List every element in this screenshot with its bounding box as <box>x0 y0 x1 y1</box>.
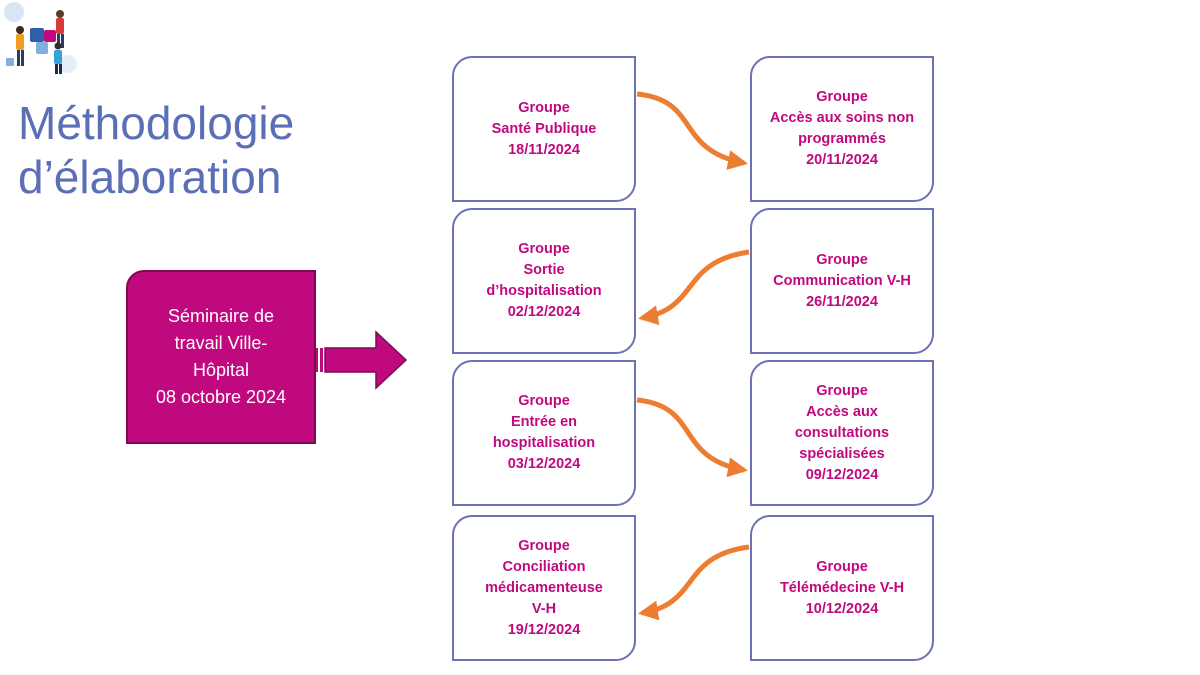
group-line: Groupe <box>518 393 570 409</box>
group-line: d’hospitalisation <box>486 283 602 299</box>
group-line: 03/12/2024 <box>507 456 581 472</box>
group-line: Groupe <box>816 251 868 268</box>
group-box-communication-vh: Groupe Communication V-H 26/11/2024 <box>750 208 934 354</box>
seminar-line-4: 08 octobre 2024 <box>155 387 287 407</box>
group-line: 10/12/2024 <box>805 600 879 617</box>
seminar-line-1: Séminaire de <box>167 306 275 326</box>
team-puzzle-logo-icon <box>4 2 77 74</box>
group-line: Groupe <box>816 558 868 575</box>
page-title-line-2: d’élaboration <box>18 151 282 203</box>
group-box-acces-consultations-specialisees: Groupe Accès aux consultations spécialis… <box>750 360 934 506</box>
group-box-sortie-hospitalisation: Groupe Sortie d’hospitalisation 02/12/20… <box>452 208 636 354</box>
group-line: consultations <box>794 424 890 441</box>
seminar-line-3: Hôpital <box>192 360 250 380</box>
group-line: médicamenteuse <box>485 579 603 596</box>
group-line: Communication V-H <box>773 272 911 289</box>
group-line: Santé Publique <box>491 120 597 137</box>
group-line: 09/12/2024 <box>805 466 879 483</box>
connector-arrow-2 <box>638 249 750 326</box>
group-line: 18/11/2024 <box>508 141 580 158</box>
group-line: V-H <box>531 600 557 617</box>
seminar-line-2: travail Ville- <box>174 333 268 353</box>
group-line: Groupe <box>518 99 570 116</box>
connector-arrow-1 <box>636 91 748 170</box>
group-line: 19/12/2024 <box>507 621 581 638</box>
group-line: Accès aux <box>806 403 878 420</box>
group-line: programmés <box>798 131 886 147</box>
seminar-box: Séminaire de travail Ville- Hôpital 08 o… <box>126 270 316 444</box>
group-box-conciliation-medicamenteuse: Groupe Conciliation médicamenteuse V-H 1… <box>452 515 636 661</box>
group-line: Groupe <box>518 537 570 554</box>
group-line: Groupe <box>518 241 570 257</box>
page-title: Méthodologie d’élaboration <box>18 96 378 204</box>
group-box-telemedecine-vh: Groupe Télémédecine V-H 10/12/2024 <box>750 515 934 661</box>
group-line: Conciliation <box>502 558 586 575</box>
group-box-sante-publique: Groupe Santé Publique 18/11/2024 <box>452 56 636 202</box>
page-title-line-1: Méthodologie <box>18 97 295 149</box>
group-box-entree-hospitalisation: Groupe Entrée en hospitalisation 03/12/2… <box>452 360 636 506</box>
group-line: spécialisées <box>799 445 885 462</box>
group-line: 26/11/2024 <box>806 293 878 310</box>
group-line: 02/12/2024 <box>507 304 581 320</box>
group-line: Entrée en <box>510 414 578 430</box>
group-line: 20/11/2024 <box>806 152 878 168</box>
group-line: Groupe <box>816 382 868 399</box>
group-line: Groupe <box>816 89 868 105</box>
connector-arrow-4 <box>638 544 750 621</box>
striped-right-arrow-icon <box>316 330 408 390</box>
group-line: Accès aux soins non <box>769 110 915 126</box>
group-box-acces-soins-non-programmes: Groupe Accès aux soins non programmés 20… <box>750 56 934 202</box>
group-line: Sortie <box>523 262 565 278</box>
group-line: hospitalisation <box>492 435 596 451</box>
group-line: Télémédecine V-H <box>779 579 905 596</box>
connector-arrow-3 <box>636 397 748 478</box>
